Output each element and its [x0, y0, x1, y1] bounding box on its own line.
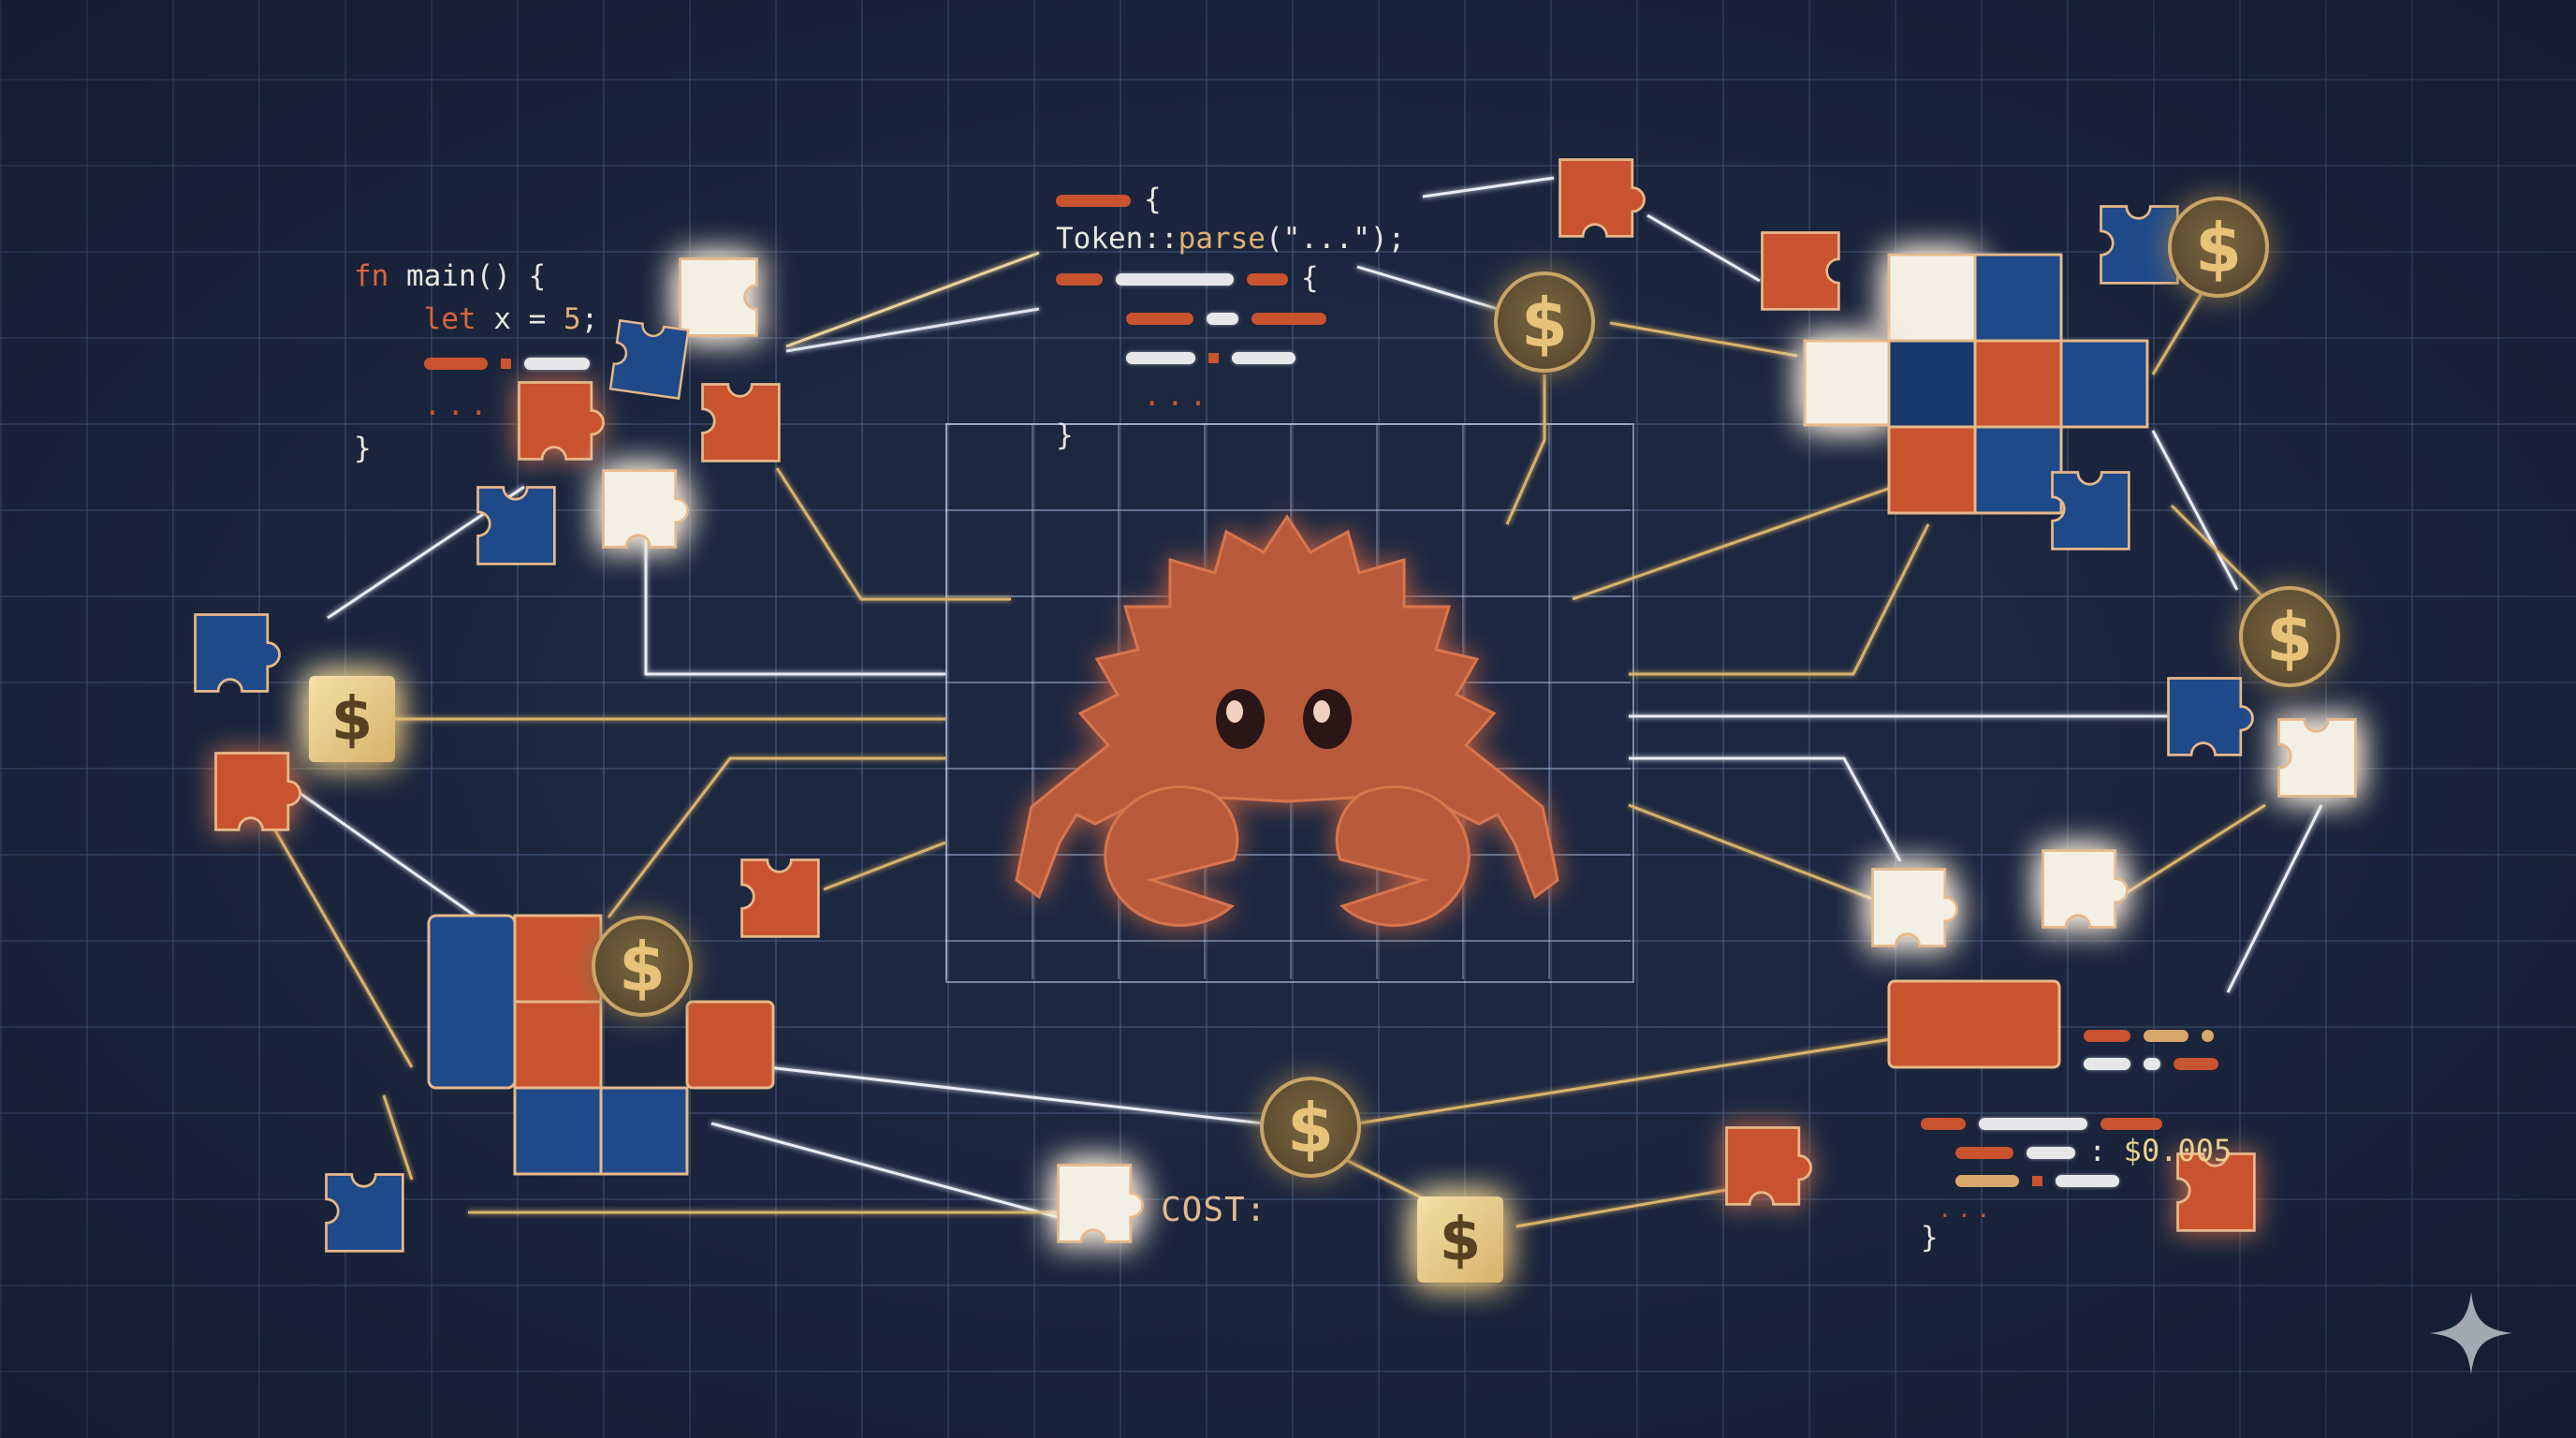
puzzle-piece-orange	[214, 752, 301, 831]
coin-icon: $	[592, 916, 693, 1017]
code-snippet-bars-right	[2084, 992, 2232, 1077]
code-text: :	[2088, 1135, 2106, 1168]
coins: $ $ $ $ $	[592, 197, 2340, 1178]
code-dot	[500, 359, 511, 369]
code-snippet-token-parse: { Token::parse("..."); { ... }	[1056, 140, 1405, 455]
code-bar	[1125, 352, 1195, 364]
ferris-crab	[1015, 514, 1559, 927]
code-dot	[1208, 353, 1219, 363]
code-snippet-main: fn main() { let x = 5; ... }	[354, 212, 603, 470]
puzzle-piece-white	[1871, 868, 1958, 947]
puzzle-column-right	[1725, 677, 2357, 1232]
code-bar	[1251, 313, 1326, 325]
code-text: }	[1921, 1221, 1939, 1255]
puzzle-piece-white	[602, 469, 689, 549]
puzzle-piece-white	[679, 257, 758, 337]
puzzle-piece-orange	[740, 858, 820, 938]
function-name: parse	[1178, 222, 1266, 256]
svg-text:$: $	[331, 685, 373, 755]
code-bar	[1125, 313, 1193, 325]
puzzle-piece-white	[1057, 1164, 1144, 1243]
code-dot	[2032, 1176, 2043, 1186]
puzzle-piece-navy	[2167, 677, 2254, 756]
puzzle-piece-white	[2277, 718, 2357, 798]
sparkle-icon	[2429, 1291, 2513, 1375]
puzzle-piece-orange	[1559, 158, 1646, 238]
code-bar	[1955, 1175, 2020, 1187]
svg-text:$: $	[2266, 598, 2313, 677]
code-bar	[2027, 1147, 2076, 1159]
coin-icon: $	[1260, 1077, 1361, 1178]
code-text: ;	[580, 302, 599, 336]
gold-piece-left: $	[309, 676, 395, 762]
puzzle-piece-white	[2042, 849, 2129, 929]
price-value: $0.005	[2123, 1133, 2232, 1168]
puzzle-piece-navy	[2100, 205, 2179, 285]
svg-text:$: $	[1440, 1206, 1482, 1275]
code-bar	[1056, 273, 1103, 286]
code-text: }	[1056, 418, 1074, 452]
code-bar	[2144, 1058, 2160, 1070]
code-snippet-price: : $0.005 ... }	[1921, 1080, 2232, 1255]
puzzle-piece-orange	[1725, 1126, 1812, 1206]
ellipsis: ...	[423, 389, 493, 422]
code-bar	[2144, 1030, 2188, 1042]
cost-label: COST:	[1161, 1191, 1267, 1229]
ellipsis: ...	[1143, 379, 1213, 413]
code-text: Token::	[1056, 222, 1178, 256]
puzzle-piece-orange	[701, 383, 781, 462]
ellipsis: ...	[1938, 1196, 1997, 1223]
code-bar	[2100, 1118, 2162, 1130]
code-bar	[1247, 273, 1288, 286]
svg-text:$: $	[619, 928, 666, 1006]
puzzle-cluster-top-right	[1559, 158, 2179, 550]
number-literal: 5	[563, 302, 581, 336]
coin-icon: $	[2239, 586, 2340, 687]
code-bar	[2084, 1058, 2130, 1070]
code-bar	[1921, 1118, 1966, 1130]
keyword: let	[423, 302, 476, 336]
puzzle-piece-navy	[194, 613, 281, 693]
gold-piece-bottom: $	[1417, 1196, 1503, 1283]
code-text: ("...");	[1265, 222, 1406, 256]
code-bar	[1231, 352, 1295, 364]
svg-text:$: $	[1521, 284, 1568, 362]
code-text: main() {	[388, 259, 547, 293]
coin-icon: $	[2168, 197, 2269, 298]
puzzle-piece-navy	[608, 319, 690, 400]
center-panel-frame	[945, 423, 1634, 983]
code-bar	[1116, 273, 1234, 286]
code-text: }	[354, 432, 372, 465]
keyword: fn	[354, 259, 389, 293]
code-text: {	[1301, 261, 1319, 295]
puzzle-piece-navy	[325, 1173, 404, 1253]
coin-icon: $	[1494, 271, 1595, 373]
code-bar	[1206, 313, 1238, 325]
svg-text:$: $	[2195, 209, 2242, 287]
svg-text:$: $	[1287, 1089, 1334, 1167]
code-text: {	[1144, 183, 1162, 216]
code-bar	[523, 358, 590, 370]
puzzle-piece-navy	[2051, 471, 2130, 550]
puzzle-cluster-bottom-left	[427, 858, 820, 1176]
puzzle-piece-navy	[476, 486, 556, 565]
code-bar	[1979, 1118, 2087, 1130]
puzzle-piece-orange	[1761, 231, 1840, 311]
code-bar	[2202, 1030, 2214, 1042]
code-bar	[423, 358, 488, 370]
code-bar	[2174, 1058, 2218, 1070]
code-bar	[2084, 1030, 2130, 1042]
code-text: x =	[476, 302, 564, 336]
code-bar	[1056, 195, 1131, 207]
code-bar	[2056, 1175, 2120, 1187]
code-bar	[1955, 1147, 2014, 1159]
